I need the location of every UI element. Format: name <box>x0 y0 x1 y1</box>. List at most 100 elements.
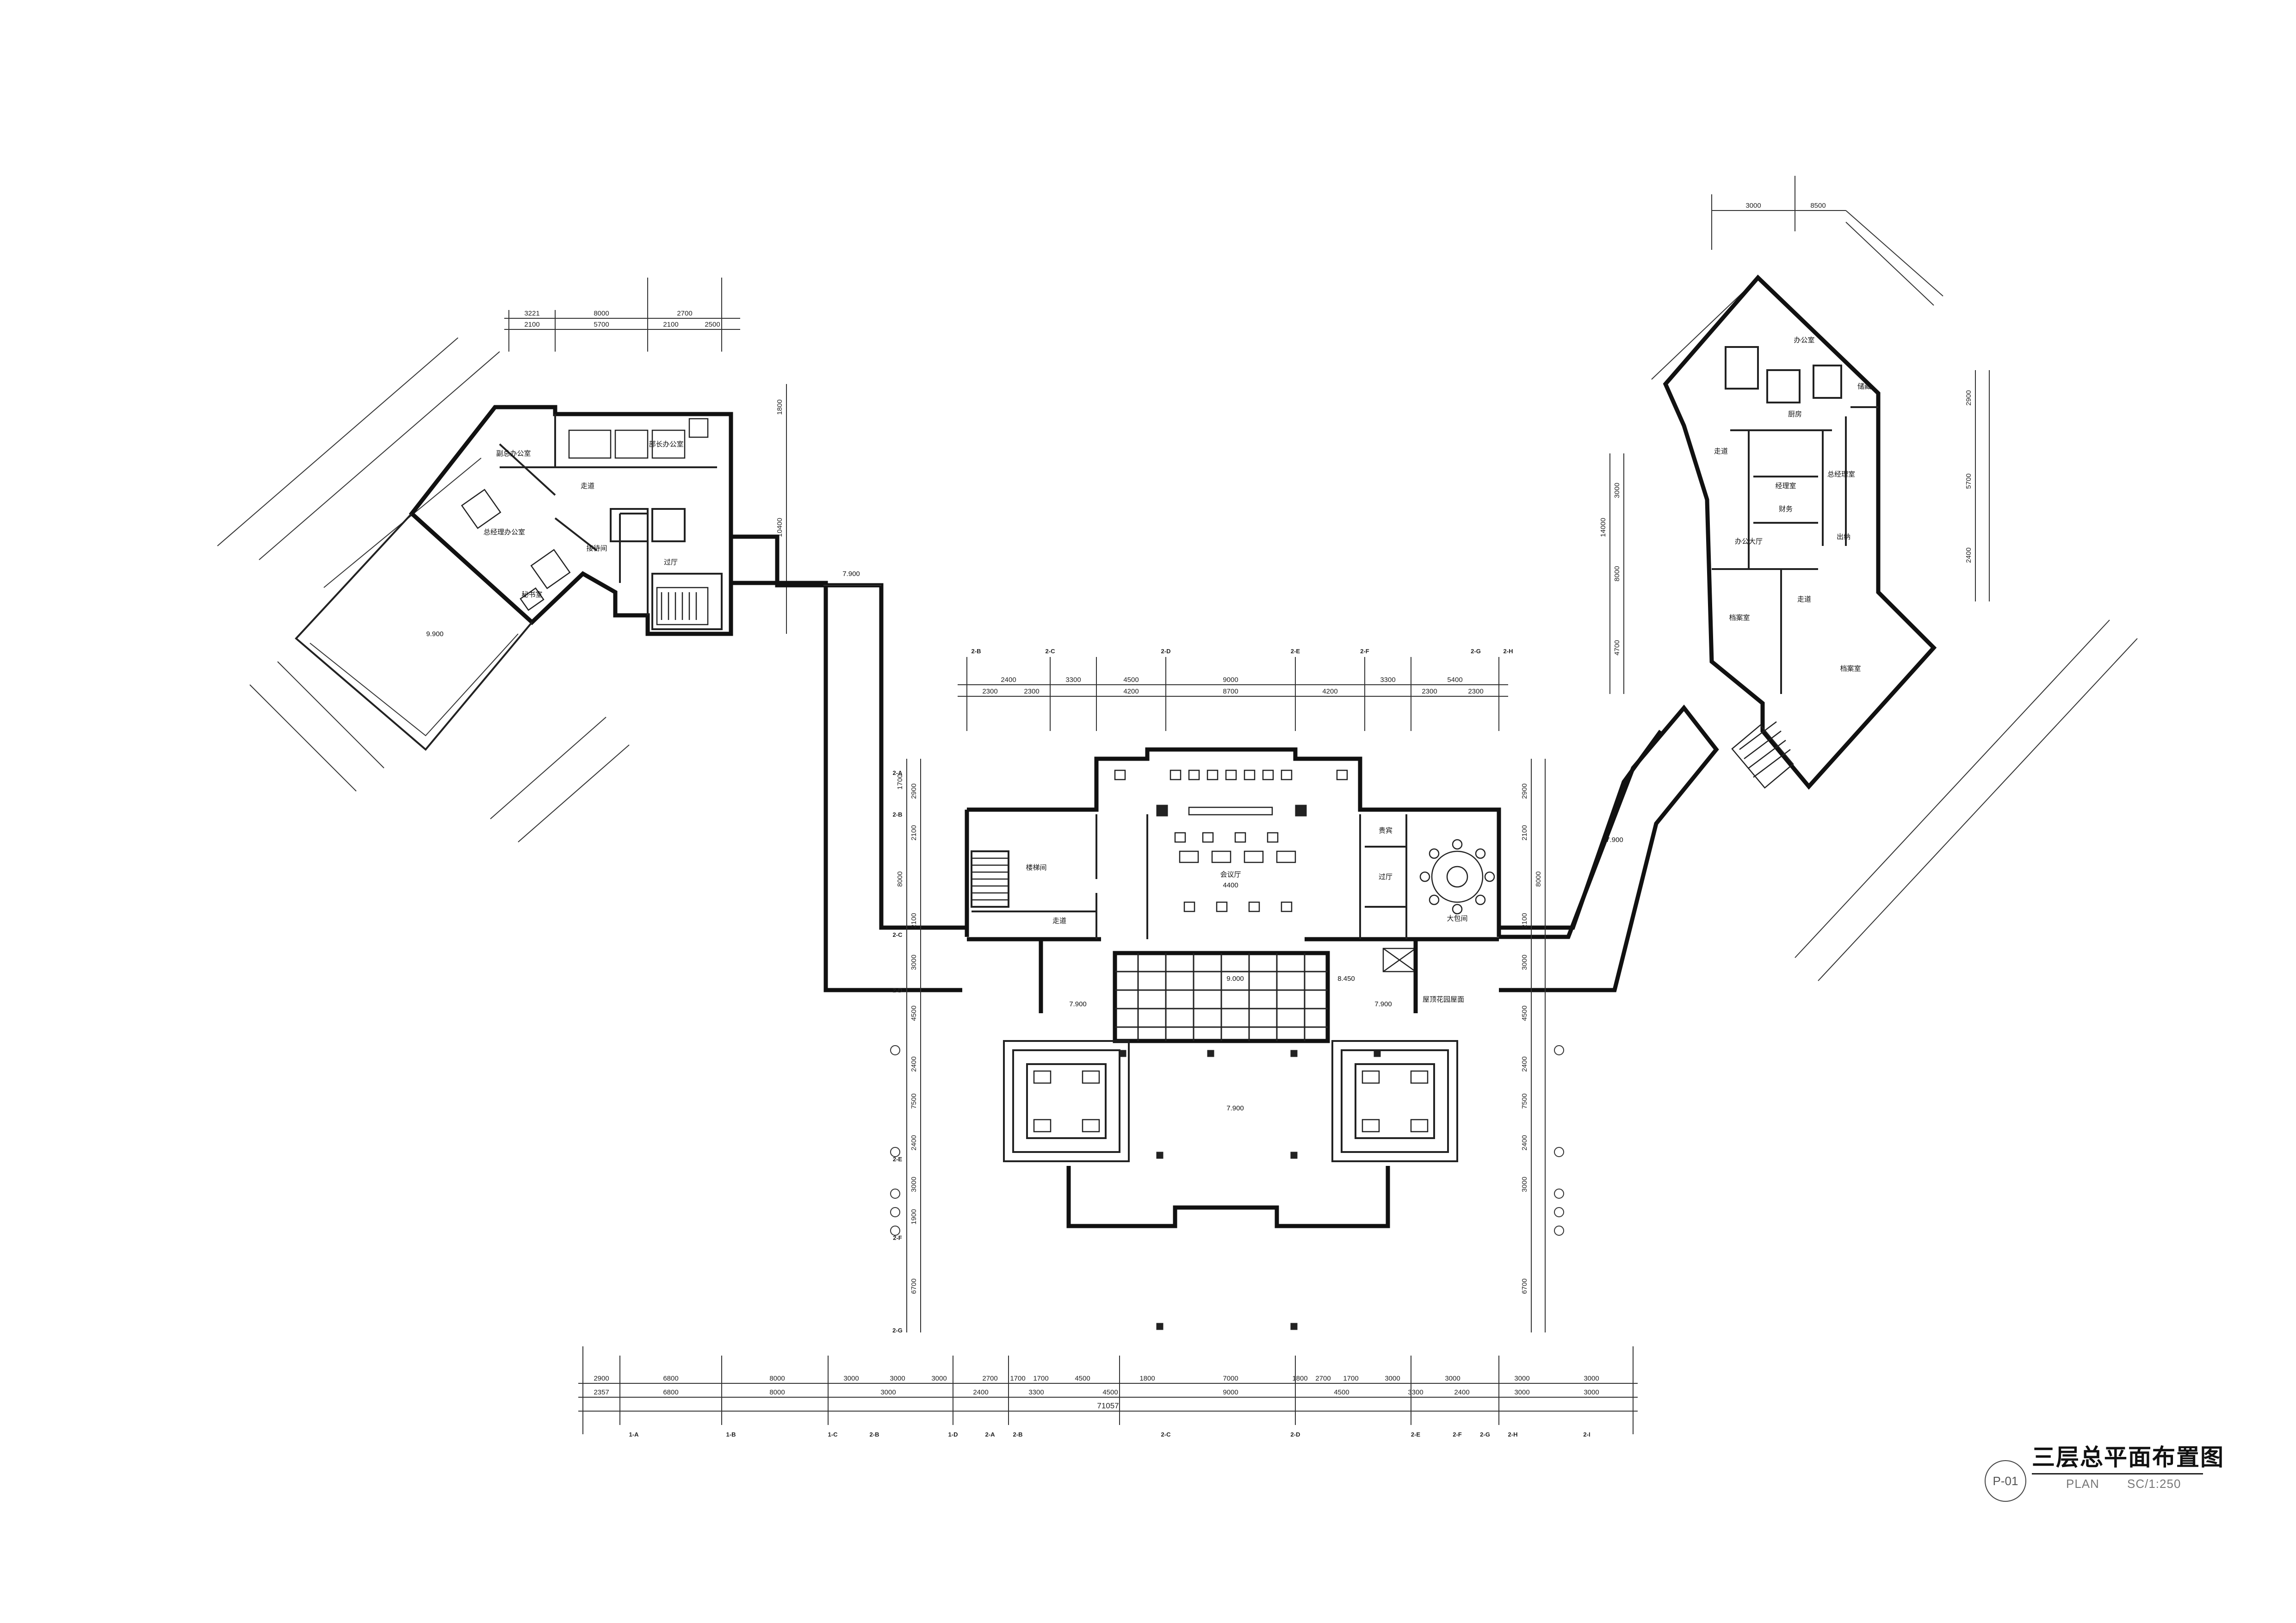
grid-bottom-12: 2-G <box>1480 1431 1490 1438</box>
room-label-meeting-hall: 会议厅 <box>1220 871 1241 879</box>
left-bridge-wall <box>731 534 967 930</box>
grid-bottom-1: 1-A <box>629 1431 639 1438</box>
right-dim-left-3: 8000 <box>1613 566 1621 581</box>
room-label-stair-hall: 楼梯间 <box>1026 864 1046 872</box>
center-dim-right-2: 2100 <box>1521 825 1529 840</box>
bottom-dim-r1-19: 3000 <box>1584 1375 1599 1382</box>
room-label-gm-office: 总经理办公室 <box>483 528 525 536</box>
center-dim-top2-1: 2300 <box>982 688 997 695</box>
right-wing-partitions <box>1712 346 1878 694</box>
center-room-labels: 会议厅 4400 楼梯间 走道 过厅 贵宾 大包间 屋顶花园屋面 <box>1026 827 1467 1004</box>
room-label-archive-1: 档案室 <box>1729 613 1750 622</box>
center-dim-top-2: 3300 <box>1065 676 1081 684</box>
center-dim-top2-2: 2300 <box>1024 688 1039 695</box>
grid-left-7: 2-G <box>892 1327 903 1334</box>
center-left-dims: 1700 2900 2100 8000 2100 3000 4500 2400 … <box>896 759 921 1332</box>
center-dim-top-3: 4500 <box>1123 676 1139 684</box>
room-label-accounting: 出纳 <box>1837 533 1850 541</box>
left-bridge-level: 7.900 <box>842 570 860 578</box>
room-label-center-lobby: 过厅 <box>1379 873 1392 881</box>
drawing-title: 三层总平面布置图 <box>2032 1444 2224 1471</box>
bottom-dim-r1-5: 3000 <box>890 1375 905 1382</box>
center-dim-top-1: 2400 <box>1001 676 1016 684</box>
right-dim-right-2: 5700 <box>1965 473 1973 489</box>
grid-top-1: 2-B <box>972 648 981 655</box>
center-dim-left-13: 6700 <box>910 1278 918 1294</box>
grid-top-6: 2-G <box>1471 648 1481 655</box>
bottom-dim-r2-4: 3000 <box>880 1388 896 1396</box>
left-dim-top-3: 2700 <box>677 310 692 317</box>
room-label-vip: 贵宾 <box>1379 827 1392 835</box>
center-dim-right-1: 2900 <box>1521 783 1529 799</box>
center-top-grid-labels: 2-B 2-C 2-D 2-E 2-F 2-G 2-H <box>972 648 1513 655</box>
bottom-dim-r2-5: 2400 <box>973 1388 988 1396</box>
center-dim-left-7: 4500 <box>910 1005 918 1021</box>
room-label-right-corridor-1: 走道 <box>1714 447 1728 455</box>
left-dim-top2-3: 2100 <box>663 321 678 328</box>
grid-top-3: 2-D <box>1161 648 1171 655</box>
center-dim-right-3: 8000 <box>1535 871 1542 886</box>
title-underline <box>2032 1473 2203 1474</box>
dining-round-table <box>1419 839 1495 915</box>
right-pavilion <box>1331 1040 1458 1162</box>
room-label-storage: 储藏 <box>1857 383 1871 390</box>
left-terrace-level: 7.900 <box>1069 1000 1087 1008</box>
left-dim-top2-2: 5700 <box>594 321 609 328</box>
center-dim-right-4: 2100 <box>1521 913 1529 928</box>
grid-left-5: 2-E <box>893 1156 903 1163</box>
center-dim-right-9: 2400 <box>1521 1135 1529 1150</box>
left-wing-partitions <box>499 414 723 630</box>
room-label-dining: 大包间 <box>1447 915 1467 923</box>
center-front-plaza-wall <box>1066 1166 1390 1228</box>
left-dim-top2-4: 2500 <box>705 321 720 328</box>
right-wing-room-labels: 办公室 厨房 储藏 走道 经理室 总经理室 财务 出纳 办公大厅 走道 档案室 … <box>1714 336 1871 673</box>
right-wing-stair <box>1731 721 1794 789</box>
bottom-dim-r1-4: 3000 <box>843 1375 859 1382</box>
room-label-office-top: 办公室 <box>1794 336 1814 344</box>
grid-left-4: 2-D <box>893 987 903 994</box>
grid-top-5: 2-F <box>1360 648 1369 655</box>
bottom-dim-r1-15: 1700 <box>1343 1375 1358 1382</box>
center-dim-top2-5: 4200 <box>1322 688 1337 695</box>
room-label-hall: 办公大厅 <box>1735 538 1763 545</box>
connecting-bridges: 7.900 7.900 <box>731 534 1719 992</box>
left-wing-roof-terrace <box>295 513 533 751</box>
bottom-dim-r2-1: 2357 <box>594 1388 609 1396</box>
meeting-hall-seats <box>1114 769 1348 912</box>
center-dim-left-3: 2100 <box>910 825 918 840</box>
bottom-dim-r1-11: 1800 <box>1139 1375 1155 1382</box>
bottom-grid-labels: 1-A 1-B 1-C 2-B 1-D 2-A 2-B 2-C 2-D 2-E … <box>629 1431 1590 1438</box>
room-label-mgr-office: 总经理室 <box>1827 471 1855 478</box>
center-dim-top-4: 9000 <box>1223 676 1238 684</box>
right-bridge-level: 7.900 <box>1606 836 1623 844</box>
left-wing-top-dims: 3221 8000 2700 2100 5700 2100 2500 <box>504 278 740 352</box>
center-left-grid-bubbles <box>890 1045 1564 1236</box>
bottom-dim-r1-3: 8000 <box>769 1375 785 1382</box>
room-label-office-mid: 经理室 <box>1775 482 1796 490</box>
room-label-kitchen: 厨房 <box>1788 410 1802 418</box>
left-dim-top-1: 3221 <box>524 310 539 317</box>
bottom-dim-r1-18: 3000 <box>1514 1375 1529 1382</box>
grid-bottom-2: 1-B <box>726 1431 736 1438</box>
room-label-roof-garden: 屋顶花园屋面 <box>1423 996 1464 1004</box>
left-wing: 3221 8000 2700 2100 5700 2100 2500 <box>217 278 787 842</box>
grid-left-2: 2-B <box>893 811 903 818</box>
right-dim-left-2: 3000 <box>1613 483 1621 498</box>
bottom-dim-total: 71057 <box>1097 1401 1119 1410</box>
room-label-finance: 财务 <box>1779 505 1793 513</box>
right-dim-right-1: 2900 <box>1965 390 1973 405</box>
grid-bottom-14: 2-I <box>1583 1431 1590 1438</box>
right-dim-top-1: 3000 <box>1745 202 1761 210</box>
grid-bottom-13: 2-H <box>1508 1431 1518 1438</box>
center-right-dims: 2900 2100 8000 2100 3000 4500 2400 7500 … <box>1521 759 1546 1332</box>
grid-bottom-9: 2-D <box>1291 1431 1300 1438</box>
bottom-dim-r1-2: 6800 <box>663 1375 678 1382</box>
right-wing: 3000 8500 <box>1599 176 2138 981</box>
bottom-dim-r2-12: 3000 <box>1514 1388 1529 1396</box>
grid-top-2: 2-C <box>1046 648 1056 655</box>
bottom-dim-r2-10: 3300 <box>1408 1388 1423 1396</box>
room-label-secretary: 秘书室 <box>521 591 542 599</box>
center-dim-left-10: 2400 <box>910 1135 918 1150</box>
grid-top-4: 2-E <box>1291 648 1300 655</box>
